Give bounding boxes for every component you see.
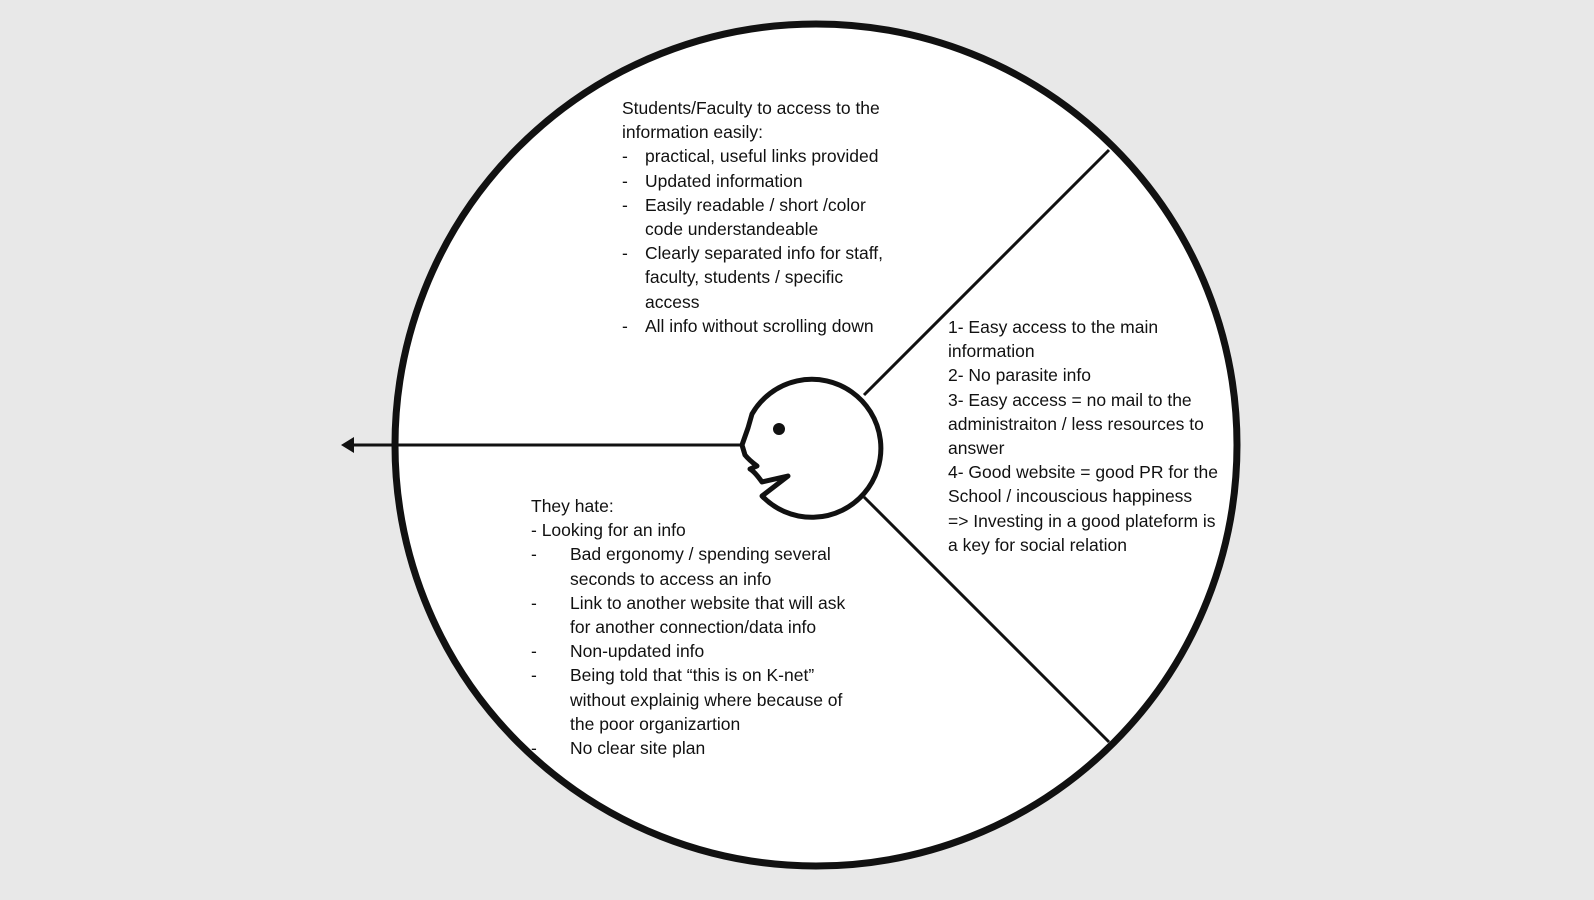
pains-list: Bad ergonomy / spending several seconds … — [531, 542, 861, 760]
pains-item: Non-updated info — [531, 639, 861, 663]
pains-item: Being told that “this is on K-net” witho… — [531, 663, 845, 736]
benefits-line: 2- No parasite info — [948, 365, 1091, 386]
benefits-line: administraiton / less resources to — [948, 413, 1204, 434]
arrow-head — [341, 437, 354, 453]
benefits-line: => Investing in a good plateform is — [948, 510, 1216, 531]
needs-item: practical, useful links provided — [622, 144, 922, 168]
pains-item: No clear site plan — [531, 736, 861, 760]
needs-heading-line-1: Students/Faculty to access to the — [622, 98, 880, 118]
benefits-line: answer — [948, 438, 1005, 459]
needs-heading-line-2: information easily: — [622, 122, 764, 143]
needs-item: Easily readable / short /color code unde… — [622, 193, 895, 241]
benefits-section: 1- Easy access to the main information 2… — [948, 315, 1238, 557]
head-eye — [773, 423, 785, 435]
pains-heading: They hate: — [531, 496, 614, 516]
pains-item: Link to another website that will ask fo… — [531, 591, 850, 639]
pains-item: Bad ergonomy / spending several seconds … — [531, 542, 855, 590]
needs-section: Students/Faculty to access to the inform… — [622, 96, 922, 338]
divider-upper-right — [862, 148, 1111, 397]
benefits-line: 3- Easy access = no mail to the — [948, 389, 1192, 410]
needs-item: All info without scrolling down — [622, 314, 922, 338]
pains-first-line: - Looking for an info — [531, 520, 686, 541]
needs-list: practical, useful links provided Updated… — [622, 144, 922, 338]
benefits-line: School / incouscious happiness — [948, 486, 1193, 507]
head-outline — [739, 376, 884, 520]
benefits-line: 1- Easy access to the main — [948, 317, 1159, 337]
pains-section: They hate: - Looking for an info Bad erg… — [531, 494, 861, 760]
needs-item: Clearly separated info for staff, facult… — [622, 241, 900, 314]
divider-lower-right — [862, 495, 1111, 744]
needs-item: Updated information — [622, 169, 922, 193]
benefits-line: a key for social relation — [948, 534, 1127, 555]
benefits-line: 4- Good website = good PR for the — [948, 462, 1218, 483]
benefits-line: information — [948, 341, 1035, 362]
